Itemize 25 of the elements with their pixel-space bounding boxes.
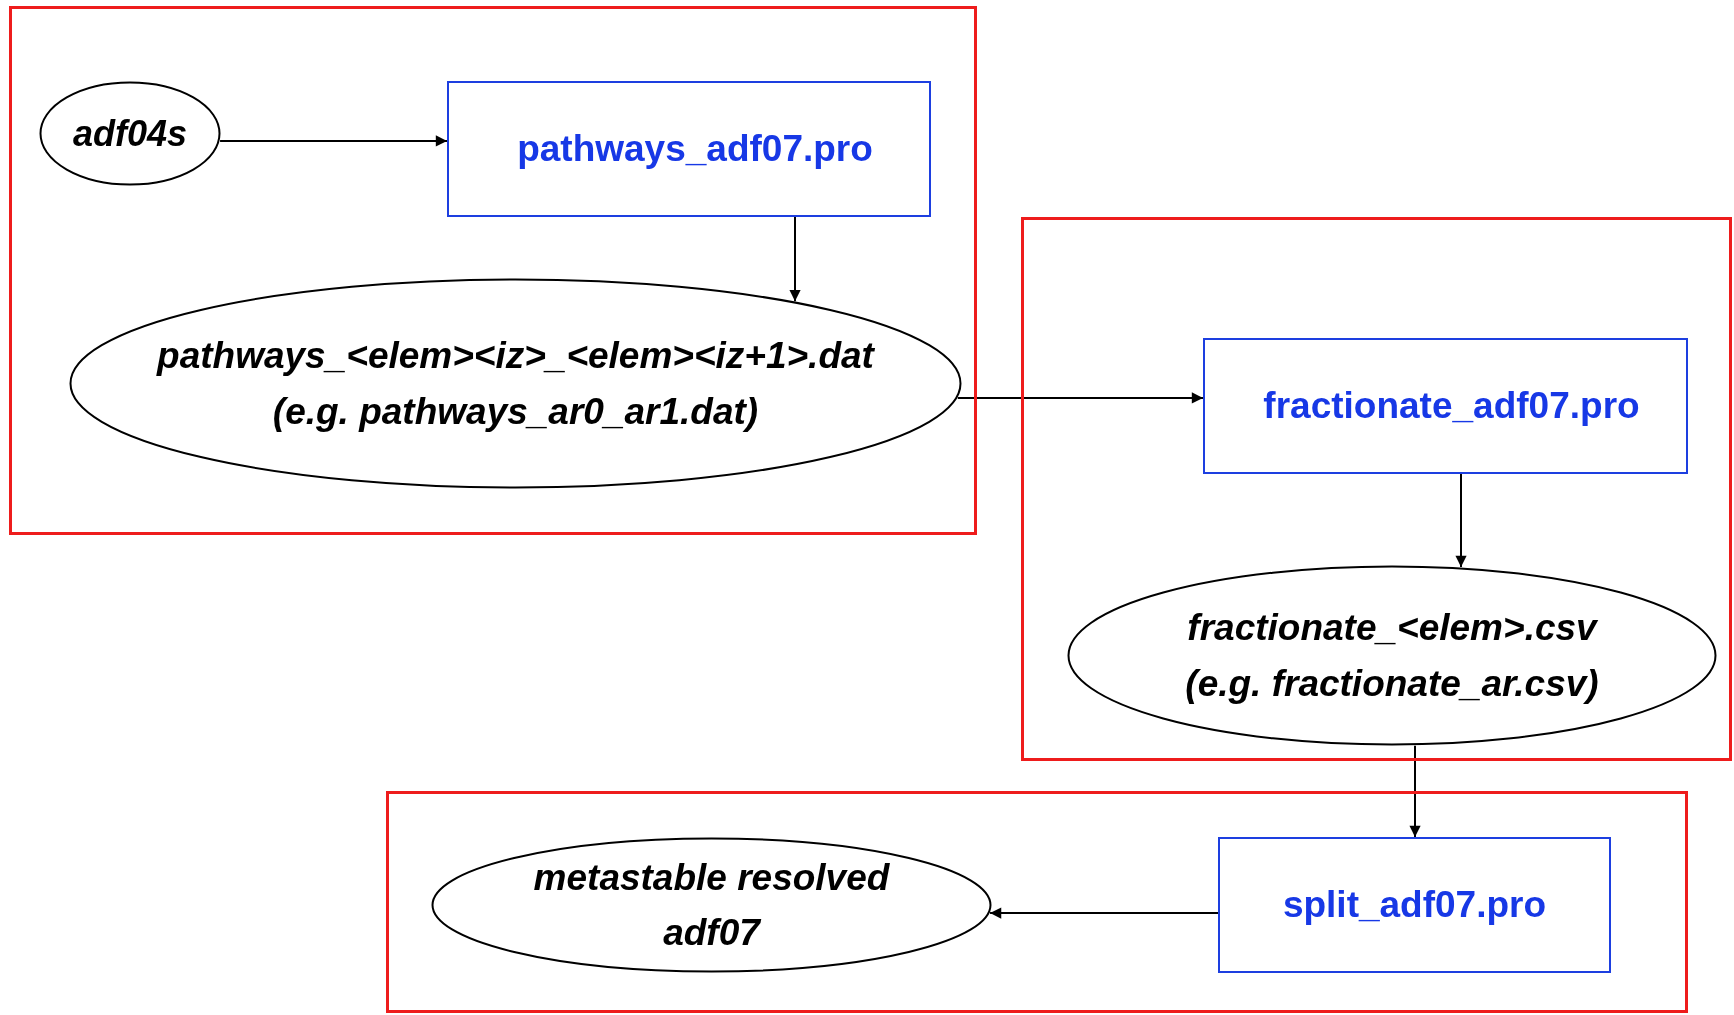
file-ellipse (431, 837, 992, 973)
group-frame (1021, 217, 1732, 761)
program-name: fractionate_adf07.pro (1262, 385, 1640, 427)
group-frame (386, 791, 1688, 1013)
file-name: metastable resolved adf07 (532, 855, 891, 955)
arrow (989, 907, 1219, 919)
program-box (447, 81, 931, 217)
arrow (1409, 744, 1421, 838)
file-name: adf04s (72, 111, 188, 156)
file-name: (e.g. fractionate_ar.csv) (1185, 661, 1599, 706)
program-box (1218, 837, 1611, 973)
file-ellipse (39, 81, 221, 186)
file-name: fractionate_<elem>.csv (1187, 606, 1597, 650)
program-name: split_adf07.pro (1282, 884, 1547, 926)
program-box (1203, 338, 1688, 474)
group-frame (9, 6, 977, 535)
file-name: (e.g. pathways_ar0_ar1.dat) (272, 389, 759, 434)
file-name: pathways_<elem><iz>_<elem><iz+1>.dat (157, 334, 874, 378)
arrow (1455, 473, 1467, 569)
arrow (219, 135, 448, 147)
program-name: pathways_adf07.pro (516, 128, 873, 170)
arrow (956, 392, 1204, 404)
arrow (789, 216, 801, 303)
file-ellipse (69, 278, 962, 489)
file-ellipse (1067, 565, 1717, 746)
